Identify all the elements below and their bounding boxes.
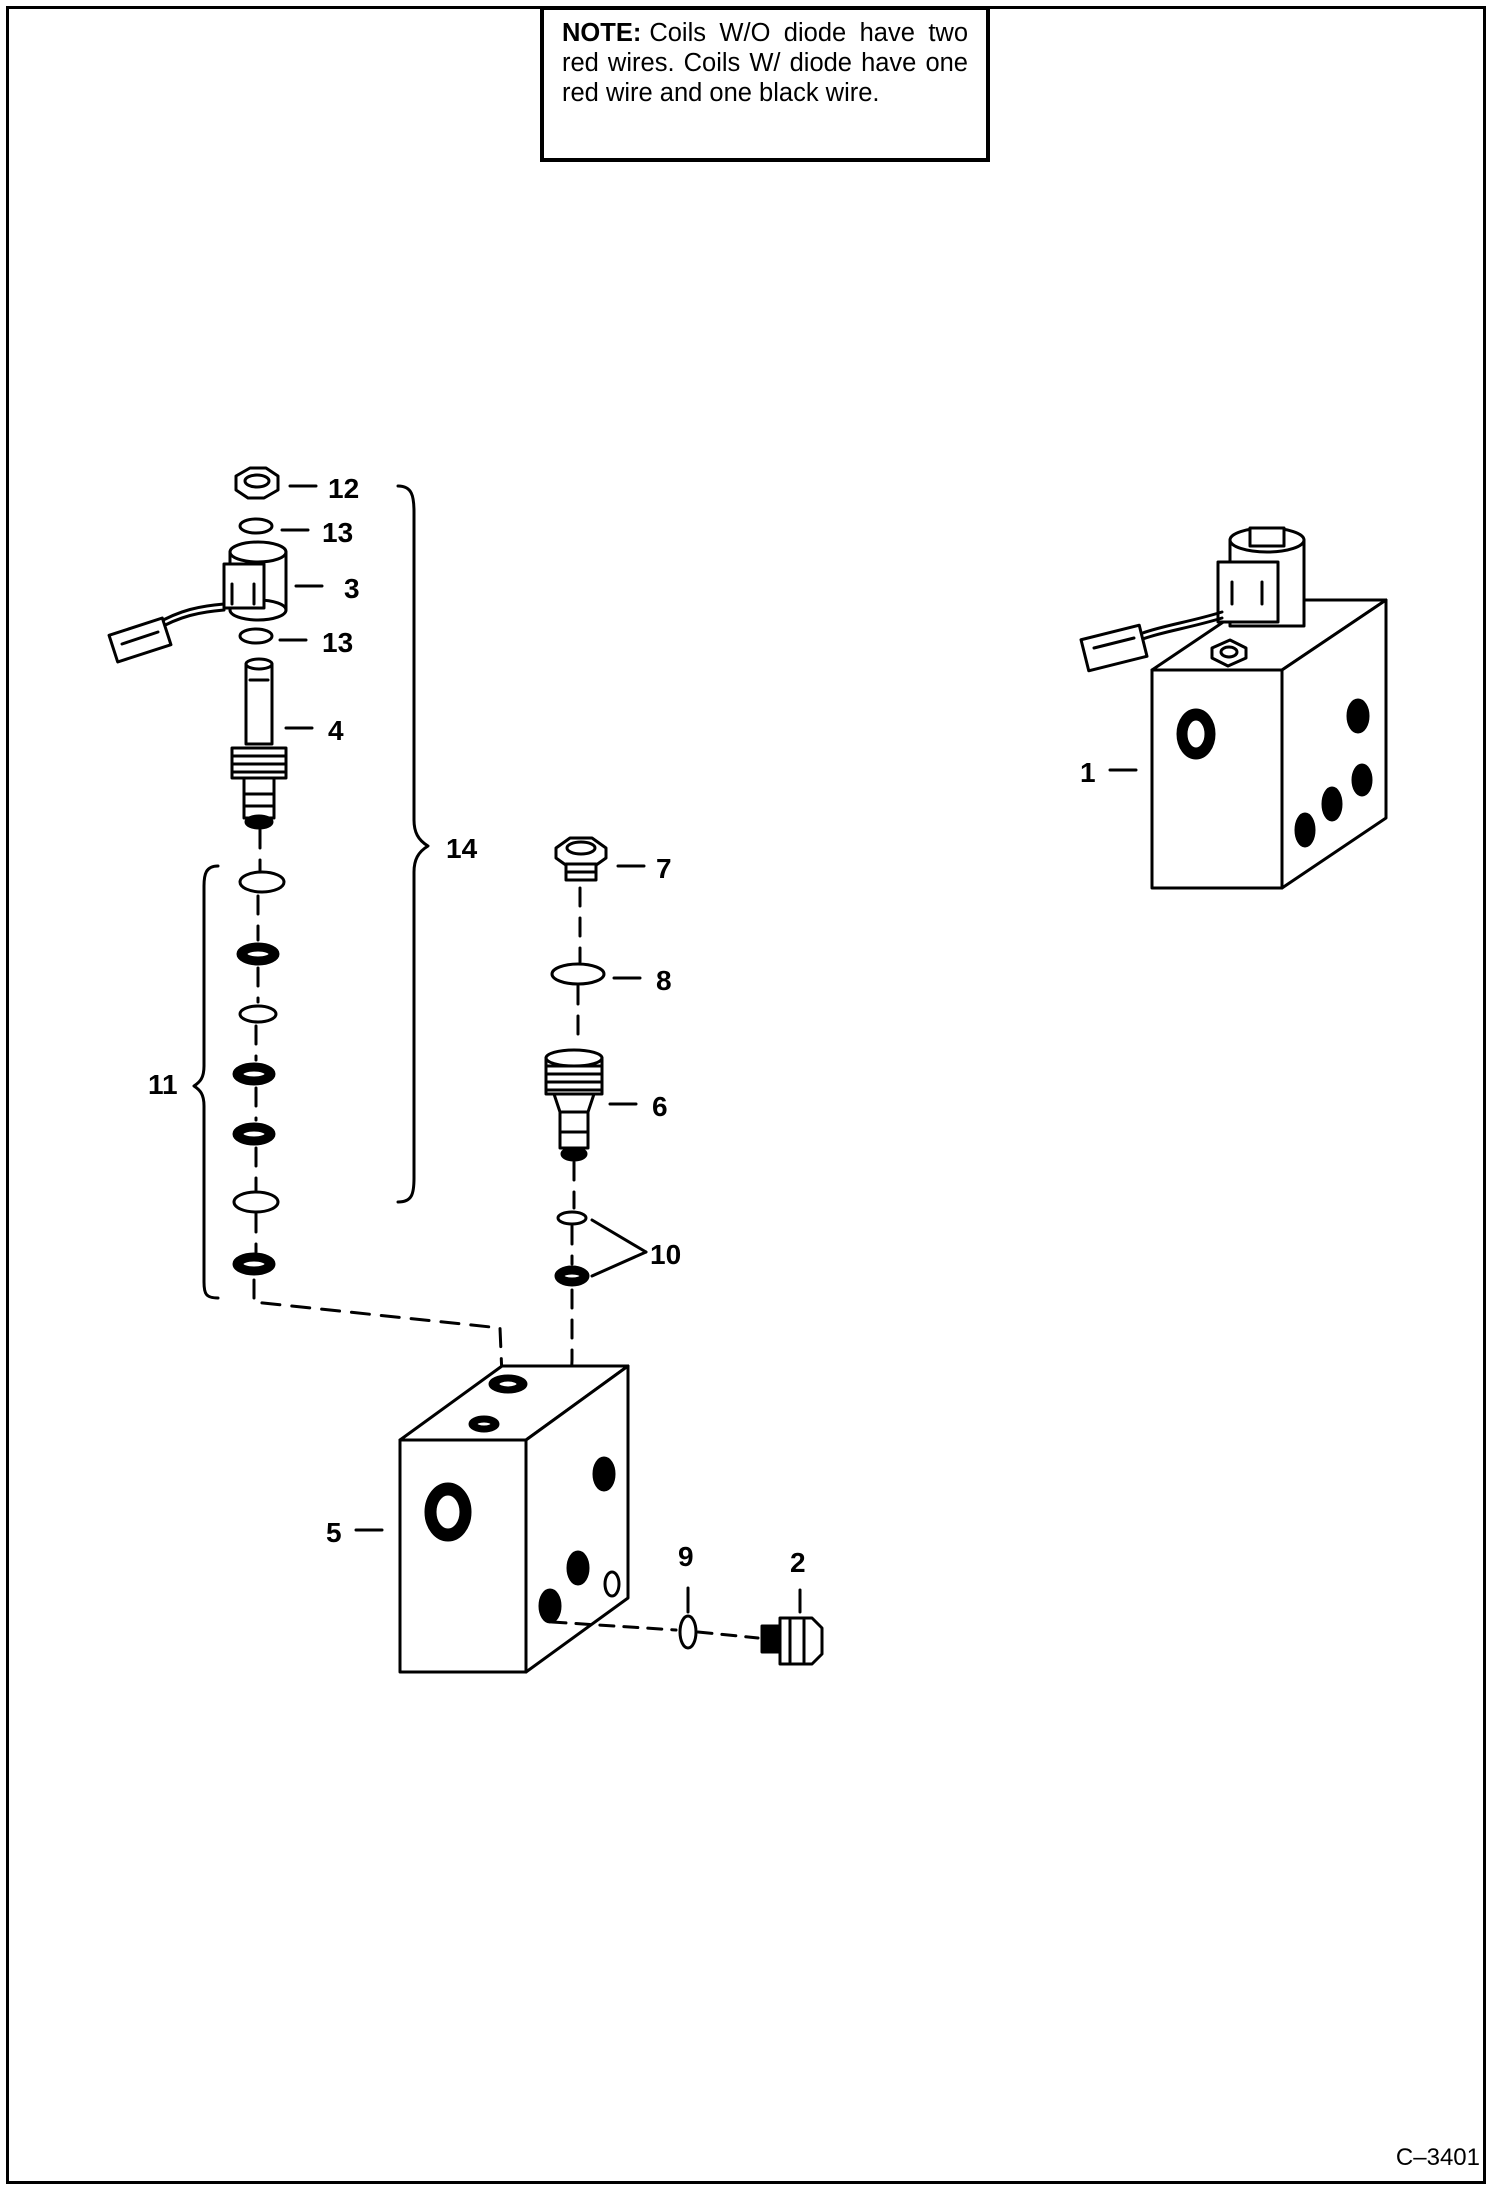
- valve-block: [398, 1364, 630, 1674]
- o-ring-lower: [238, 627, 274, 645]
- callout-2: 2: [790, 1547, 806, 1578]
- fitting: [760, 1616, 824, 1666]
- port-axis: [550, 1620, 678, 1632]
- callout-5: 5: [326, 1517, 342, 1548]
- plug: [554, 836, 608, 882]
- drawing-number: C–3401: [1395, 2144, 1480, 2171]
- note-label: NOTE:: [562, 19, 642, 47]
- callout-6: 6: [652, 1091, 668, 1122]
- leader-lines: [278, 484, 1138, 1614]
- seal-ring-10a: [556, 1210, 588, 1226]
- callout-8: 8: [656, 965, 672, 996]
- callout-10: 10: [650, 1239, 681, 1270]
- note-text: NOTE:Coils W/O diode have two red wires.…: [562, 18, 968, 108]
- callout-3: 3: [344, 573, 360, 604]
- coil: [107, 540, 288, 664]
- nut: [234, 466, 280, 500]
- solenoid-cartridge: [230, 657, 288, 830]
- bracket-11: [192, 864, 220, 1300]
- left-assembly-axis: [252, 828, 504, 1378]
- callout-9: 9: [678, 1541, 694, 1572]
- assembled-valve-block: [1079, 526, 1388, 890]
- o-ring-9: [678, 1614, 698, 1650]
- callout-11: 11: [148, 1069, 178, 1100]
- o-ring-upper: [238, 517, 274, 535]
- seal-kit-rings: [232, 870, 286, 1276]
- callout-4: 4: [328, 715, 344, 746]
- o-ring-8: [550, 962, 606, 986]
- callout-13-upper: 13: [322, 517, 353, 548]
- bracket-14: [396, 484, 430, 1204]
- callout-12: 12: [328, 473, 359, 504]
- relief-cartridge: [544, 1048, 604, 1162]
- callout-7: 7: [656, 853, 672, 884]
- note-box: NOTE:Coils W/O diode have two red wires.…: [540, 6, 990, 162]
- seal-ring-10b: [554, 1265, 590, 1287]
- callout-1: 1: [1080, 757, 1096, 788]
- callout-13-lower: 13: [322, 627, 353, 658]
- callout-14: 14: [446, 833, 478, 864]
- note-body: Coils W/O diode have two red wires. Coil…: [562, 19, 968, 107]
